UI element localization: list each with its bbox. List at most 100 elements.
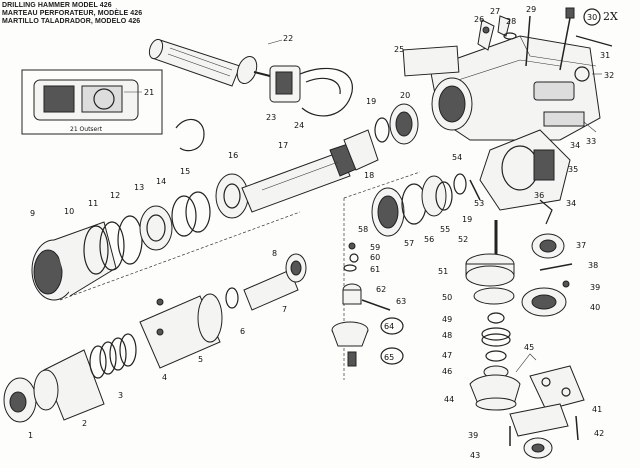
clip-15: 15 [175,118,205,176]
part-label-53: 53 [474,199,484,208]
part-label-39: 39 [590,283,600,292]
screw-65: 65 [347,347,404,367]
part-label-26: 26 [474,15,484,24]
part-label-3: 3 [118,391,123,400]
cap-8: 8 [272,249,307,283]
part-label-59: 59 [370,243,380,252]
rings-57-56: 57 56 [401,175,447,248]
part-label-17: 17 [278,141,288,150]
part-label-64: 64 [384,322,394,331]
part-label-38: 38 [588,261,598,270]
chuck-nose-1: 1 [3,377,37,440]
part-label-33: 33 [586,137,596,146]
part-label-40: 40 [590,303,600,312]
label-plate: 25 [394,45,460,77]
chuck-body-2: 2 [33,349,105,428]
outsert-inset: 21 21 Outsert [21,69,163,135]
part-label-12: 12 [110,191,120,200]
sleeve-18: 18 [343,129,379,180]
part-label-8: 8 [272,249,277,258]
gear-51: 51 [438,253,515,287]
bottom-parts-39b-43: 42 39 43 [468,403,604,460]
part-label-19: 19 [366,97,376,106]
part-label-51: 51 [438,267,448,276]
handwritten-annotation: 2X [603,10,618,23]
part-label-56: 56 [424,235,434,244]
part-label-60: 60 [370,253,380,262]
part-label-22: 22 [283,34,293,43]
part-label-32: 32 [604,71,614,80]
part-label-30: 30 [587,13,597,22]
small-screws-59-61: 59 60 61 [343,242,380,274]
part-label-16: 16 [228,151,238,160]
bracket-41: 41 [529,365,602,414]
part-label-6: 6 [240,327,245,336]
part-label-36: 36 [534,191,544,200]
part-label-23: 23 [266,113,276,122]
part-label-43: 43 [470,451,480,460]
handle-clamp: 23 24 [266,65,353,130]
part-label-44: 44 [444,395,454,404]
part-label-50: 50 [442,293,452,302]
part-label-11: 11 [88,199,98,208]
part-label-19b: 19 [462,215,472,224]
part-label-63: 63 [396,297,406,306]
inset-label-21: 21 [144,88,154,97]
part-label-29: 29 [526,5,536,14]
part-label-25: 25 [394,45,404,54]
part-label-10: 10 [64,207,74,216]
part-label-5: 5 [198,355,203,364]
oring-19: 19 [366,97,390,143]
housing-screws: 29 30 2X 31 [525,5,618,71]
rings-14: 14 [156,177,211,237]
part-label-52: 52 [458,235,468,244]
part-label-48: 48 [442,331,452,340]
assembly-axis-left [59,211,301,301]
part-label-42: 42 [594,429,604,438]
base-plate-44: 44 45 [444,343,537,411]
part-label-65: 65 [384,353,394,362]
spring-rings-10-12: 10 11 12 [64,191,143,275]
motor-housing: 32 33 [429,35,614,146]
part-label-34b: 34 [566,199,576,208]
part-label-55: 55 [440,225,450,234]
part-label-13: 13 [134,183,144,192]
part-label-28: 28 [506,17,516,26]
stack-46-50: 50 49 48 47 46 [442,287,515,379]
part-label-4: 4 [162,373,167,382]
part-label-49: 49 [442,315,452,324]
part-label-24: 24 [294,121,304,130]
part-label-34: 34 [570,141,580,150]
part-label-45: 45 [524,343,534,352]
side-handle: 22 [148,34,293,87]
guide-13: 13 [134,183,173,251]
part-label-35: 35 [568,165,578,174]
small-parts-19b-53-54: 19 53 54 [452,153,484,224]
part-label-2: 2 [82,419,87,428]
part-label-14: 14 [156,177,166,186]
pin-38-39: 38 39 [539,261,600,292]
part-label-15: 15 [180,167,190,176]
part-label-20: 20 [400,91,410,100]
striker-7: 7 [243,269,299,314]
part-label-1: 1 [28,431,33,440]
part-label-46: 46 [442,367,452,376]
spring-3: 3 [89,333,137,400]
ring-55: 55 [435,181,453,234]
part-label-9: 9 [30,209,35,218]
gearbox-housing: 34 35 34 36 [479,129,580,225]
inset-caption: 21 Outsert [70,126,103,133]
bushing-62-63: 62 63 [342,283,406,311]
part-label-27: 27 [490,7,500,16]
title-spanish: MARTILLO TALADRADOR, MODELO 426 [2,18,141,25]
part-label-41: 41 [592,405,602,414]
title-french: MARTEAU PERFORATEUR, MODÈLE 426 [2,10,143,17]
cup-64: 64 [331,317,404,347]
part-label-37: 37 [576,241,586,250]
switch-assembly: 26 27 28 [474,7,517,51]
tool-holder-5: 4 5 [139,293,223,382]
gear-58: 58 [358,187,405,237]
part-label-7: 7 [282,305,287,314]
